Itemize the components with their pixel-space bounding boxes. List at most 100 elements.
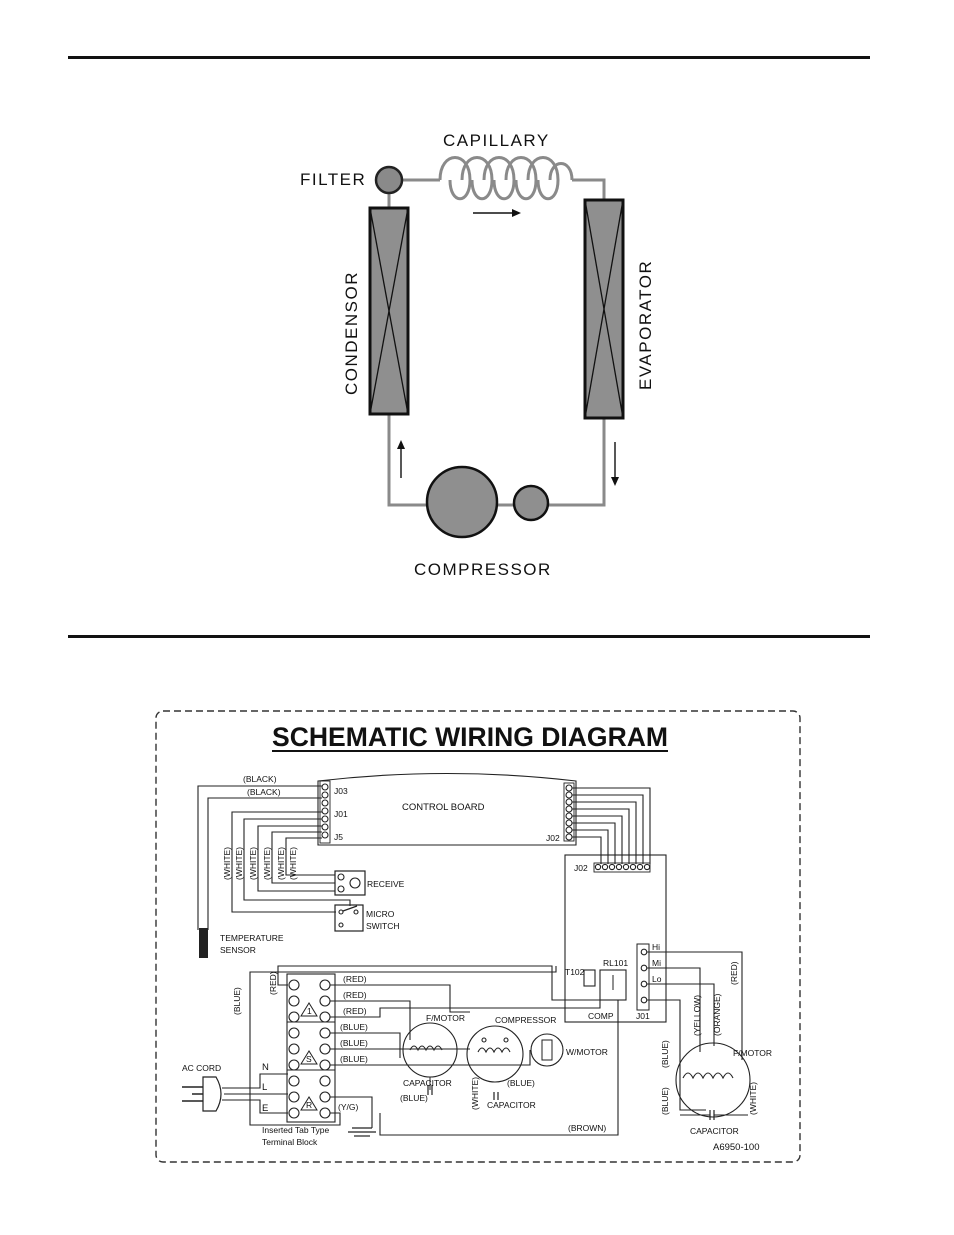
temp-label-1: TEMPERATURE: [220, 933, 284, 943]
red-wire-2: [330, 1000, 411, 1040]
ribbon-8: [572, 836, 602, 864]
pipe-cond-bottom: [387, 414, 428, 507]
capacitor-3-label: CAPACITOR: [690, 1126, 739, 1136]
ribbon-2: [572, 794, 644, 864]
j01-board-label: J01: [636, 1011, 650, 1021]
blue-wire-1: [330, 1032, 401, 1058]
receiver-icon: [334, 870, 366, 896]
compressor-label: COMPRESSOR: [414, 560, 552, 579]
mi-label: Mi: [652, 958, 661, 968]
yellow-wire: [647, 967, 701, 1052]
white-label-2: (WHITE): [234, 847, 244, 880]
compressor-icon: [425, 465, 499, 539]
red-wire-3: [330, 1000, 601, 1018]
temperature-sensor: [199, 928, 208, 958]
j03-label: J03: [334, 786, 348, 796]
evaporator-coil: [583, 198, 625, 420]
j02-top-label: J02: [546, 833, 560, 843]
red-wire-left: [277, 965, 600, 1001]
middle-rule: [68, 635, 870, 638]
white-label-4: (WHITE): [262, 847, 272, 880]
black-label-1: (BLACK): [243, 774, 277, 784]
rl101-label: RL101: [603, 958, 628, 968]
micro-switch-icon: [334, 904, 364, 932]
condenser-label: CONDENSOR: [342, 271, 361, 395]
red-label-1: (RED): [343, 974, 367, 984]
white-label-7: (WHITE): [470, 1077, 480, 1110]
orange-label: (ORANGE): [712, 993, 722, 1036]
pipe-evap-bottom: [548, 418, 606, 507]
blue-wire-left: [249, 966, 557, 1126]
w-motor-label: W/MOTOR: [566, 1047, 608, 1057]
tri-1: 1: [307, 1006, 312, 1016]
white-label-6: (WHITE): [288, 847, 298, 880]
flow-arrow-top: [473, 209, 521, 217]
ribbon-6: [572, 822, 616, 864]
terminal-label-2: Terminal Block: [262, 1137, 318, 1147]
ribbon-5: [572, 815, 623, 864]
blue-motor-label-2: (BLUE): [660, 1087, 670, 1115]
wiring-frame: [155, 710, 801, 1163]
ground-icon: [348, 1127, 376, 1137]
yg-label: (Y/G): [338, 1102, 358, 1112]
flow-arrow-left: [397, 440, 405, 478]
yg-wire: [330, 1096, 373, 1128]
red-label-3: (RED): [343, 1006, 367, 1016]
black-label-2: (BLACK): [247, 787, 281, 797]
ribbon-4: [572, 808, 630, 864]
micro-label: MICRO: [366, 909, 395, 919]
red-right-label: (RED): [729, 961, 739, 985]
fan-motor-2-icon: [675, 1042, 751, 1118]
hi-label: Hi: [652, 942, 660, 952]
t102-label: T102: [565, 967, 585, 977]
brown-wire: [379, 1000, 619, 1136]
j5-label: J5: [334, 832, 343, 842]
red-label-2: (RED): [343, 990, 367, 1000]
compressor-motor-icon: [466, 1025, 524, 1083]
filter-icon: [374, 165, 404, 195]
control-board: [317, 772, 577, 846]
right-connector-pins: [563, 782, 575, 842]
blue-cap-label: (BLUE): [400, 1093, 428, 1103]
blue-wire-motor: [647, 999, 706, 1111]
temp-label-2: SENSOR: [220, 945, 256, 955]
yellow-label: (YELLOW): [692, 995, 702, 1036]
white-label-3: (WHITE): [248, 847, 258, 880]
white-motor-label: (WHITE): [748, 1082, 758, 1115]
white-wire-receive-1: [257, 825, 335, 892]
terminal-label-1: Inserted Tab Type: [262, 1125, 330, 1135]
terminal-block: [286, 973, 336, 1123]
fmotor-2-label: F/MOTOR: [733, 1048, 772, 1058]
n-label: N: [262, 1062, 269, 1073]
filter-label: FILTER: [300, 170, 366, 189]
flow-arrow-right: [611, 442, 619, 486]
j01-label: J01: [334, 809, 348, 819]
ribbon-7: [572, 829, 609, 864]
white-wire-switch-2: [243, 818, 351, 906]
wiring-title: SCHEMATIC WIRING DIAGRAM: [272, 722, 668, 752]
receive-label: RECEIVE: [367, 879, 405, 889]
ac-n-wire: [222, 1073, 288, 1089]
red-wire-right: [647, 951, 743, 1060]
white-label-5: (WHITE): [276, 847, 286, 880]
blue-label-1: (BLUE): [340, 1022, 368, 1032]
top-rule: [68, 56, 870, 59]
control-board-label: CONTROL BOARD: [402, 802, 485, 813]
blue-wire-3: [330, 1050, 531, 1066]
black-wire-2: [207, 797, 322, 930]
capacitor-3-icon: [680, 1110, 748, 1120]
compressor-motor-label: COMPRESSOR: [495, 1015, 556, 1025]
pipe-capillary-evap: [572, 178, 606, 200]
evaporator-label: EVAPORATOR: [636, 260, 655, 390]
ac-e-wire: [222, 1099, 288, 1114]
blue-comp-label: (BLUE): [507, 1078, 535, 1088]
blue-motor-label-1: (BLUE): [660, 1040, 670, 1068]
white-wire-switch-1: [231, 811, 336, 913]
capacitor-2-icon: [493, 1092, 499, 1100]
tri-3: R: [306, 1100, 312, 1110]
ribbon-1: [572, 787, 651, 864]
accumulator-icon: [512, 484, 550, 522]
switch-label: SWITCH: [366, 921, 400, 931]
speed-terminal: [636, 943, 650, 1011]
